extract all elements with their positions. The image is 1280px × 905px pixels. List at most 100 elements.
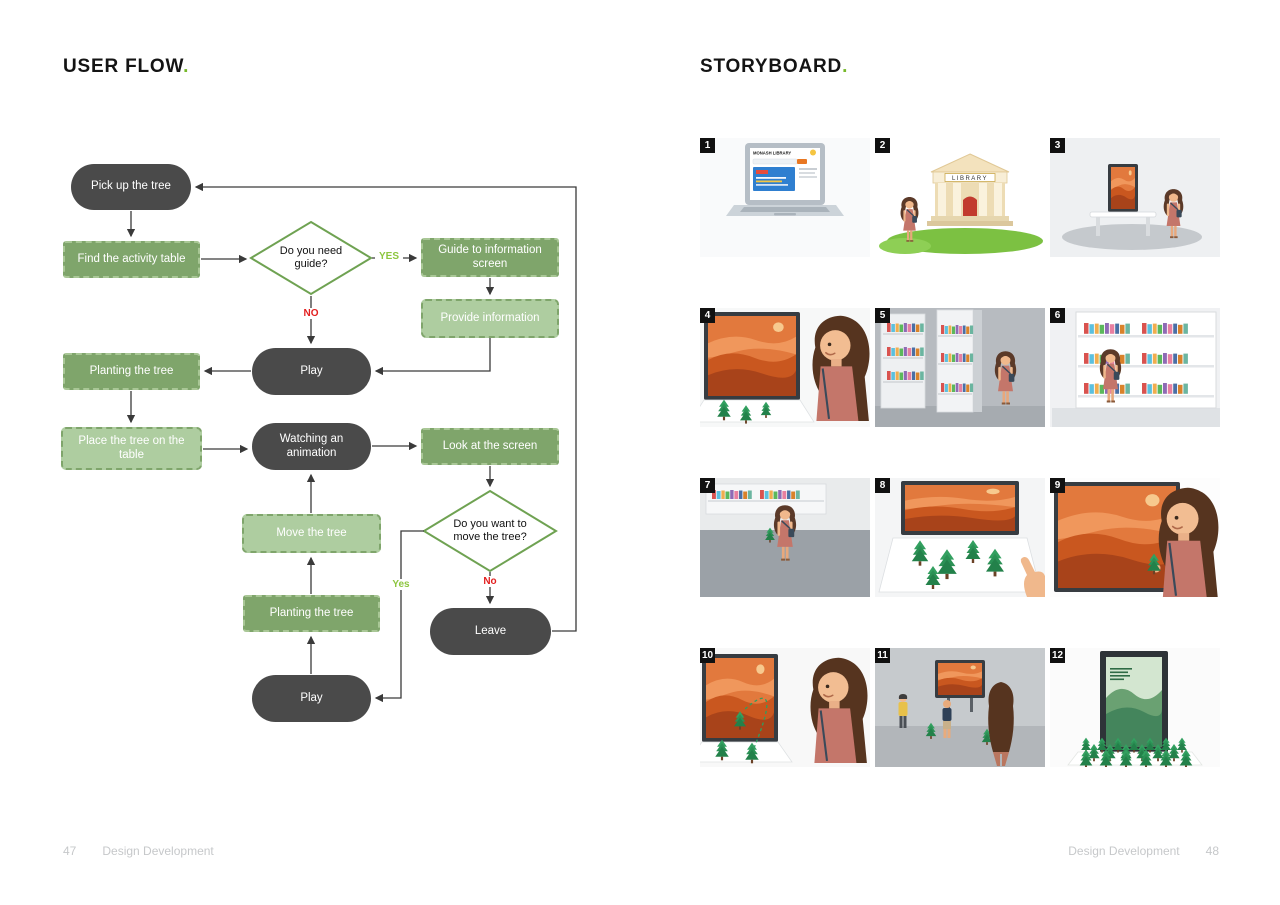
table-surface	[878, 537, 1042, 593]
scene-carrying-tree-in-library	[700, 478, 870, 597]
storyboard-grid: MONASH LIBRARY 1	[700, 138, 1220, 767]
footer-left: 47 Design Development	[63, 844, 214, 858]
bookshelf-wall	[1075, 311, 1217, 409]
animation-trajectory-arc	[743, 697, 768, 749]
scene-visitors-walking-to-screen	[875, 648, 1045, 767]
flow-node-need-guide-label: Do you need guide?	[279, 244, 343, 270]
poster-text-line	[1110, 675, 1130, 677]
flow-node-move-tree-decision-label: Do you want to move the tree?	[453, 517, 527, 543]
library-sign-text: LIBRARY	[952, 176, 988, 182]
bookshelf	[880, 313, 926, 409]
woman-closeup	[809, 656, 869, 765]
panel-number-badge: 8	[875, 478, 890, 493]
storyboard-title-text: STORYBOARD	[700, 56, 843, 77]
flow-node-leave: Leave	[430, 608, 551, 655]
scene-screen-on-table	[1050, 138, 1220, 257]
user-flow-title-dot: .	[183, 56, 190, 77]
website-title-text: MONASH LIBRARY	[753, 151, 791, 156]
table-surface	[700, 399, 815, 423]
flow-node-play-lower: Play	[252, 675, 371, 722]
footer-label-left: Design Development	[102, 844, 214, 858]
poster-screen	[1100, 651, 1168, 753]
edge-label-yes-upper: YES	[375, 251, 403, 262]
user-flow-title-text: USER FLOW	[63, 56, 184, 77]
storyboard-panel-6: 6	[1050, 308, 1220, 427]
woman-back-view	[988, 682, 1014, 766]
library-building: LIBRARY	[927, 153, 1013, 226]
man-navy-shirt	[942, 700, 952, 738]
panel-number-badge: 3	[1050, 138, 1065, 153]
bookshelf	[936, 309, 982, 413]
flow-node-guide-to-info-screen: Guide to information screen	[421, 238, 559, 277]
laptop-keyboard	[740, 207, 830, 212]
panel-number-badge: 10	[700, 648, 716, 663]
display-screen	[901, 481, 1019, 535]
storyboard-title: STORYBOARD.	[700, 56, 848, 78]
storyboard-panel-1: MONASH LIBRARY 1	[700, 138, 870, 257]
decision-diamond-move-tree	[422, 489, 558, 573]
man-yellow-shirt	[898, 694, 908, 728]
floor	[875, 406, 1045, 427]
bookshelf	[705, 483, 827, 515]
website-logo-dot	[810, 149, 816, 156]
storyboard-panel-5: 5	[875, 308, 1045, 427]
storyboard-panel-2: LIBRARY 2	[875, 138, 1045, 257]
flowchart-canvas	[126, 182, 577, 703]
display-screen	[1054, 482, 1180, 592]
edge-label-yes-lower: Yes	[387, 579, 415, 590]
pointing-hand	[1020, 556, 1045, 597]
scene-approaching-screen	[700, 308, 870, 427]
scene-library-entrance: LIBRARY	[875, 138, 1045, 257]
panel-number-badge: 2	[875, 138, 890, 153]
panel-number-badge: 12	[1050, 648, 1066, 663]
display-screen	[704, 312, 800, 400]
flow-node-provide-information: Provide information	[421, 299, 559, 338]
scene-tree-animation-arc	[700, 648, 870, 767]
flow-node-pick-up-tree: Pick up the tree	[71, 164, 191, 210]
display-screen	[702, 654, 778, 742]
woman-closeup	[1157, 486, 1220, 597]
poster-text-line	[1110, 671, 1128, 674]
storyboard-panel-7: 7	[700, 478, 870, 597]
page-number-left: 47	[63, 844, 77, 858]
flow-node-watching-animation: Watching an animation	[252, 423, 371, 470]
panel-number-badge: 11	[875, 648, 890, 663]
panel-number-badge: 1	[700, 138, 715, 153]
poster-text-line	[1110, 678, 1124, 681]
decision-diamond-need-guide	[249, 220, 373, 296]
panel-number-badge: 9	[1050, 478, 1065, 493]
laptop: MONASH LIBRARY	[726, 143, 844, 216]
library-door	[963, 196, 977, 216]
flow-arrows	[126, 182, 577, 703]
flow-node-planting-tree-lower: Planting the tree	[243, 595, 380, 632]
storyboard-panel-12: 12	[1050, 648, 1220, 767]
woman-closeup	[811, 314, 870, 423]
flow-node-planting-tree-upper: Planting the tree	[63, 353, 200, 390]
decision-diamonds	[249, 220, 558, 573]
footer-label-right: Design Development	[1068, 844, 1180, 858]
scene-browsing-shelves	[1050, 308, 1220, 427]
website-search-button	[797, 159, 807, 164]
floor	[875, 726, 1045, 767]
page-number-right: 48	[1205, 844, 1219, 858]
storyboard-panel-11: 11	[875, 648, 1045, 767]
panel-number-badge: 5	[875, 308, 890, 323]
website-search-bar	[752, 158, 798, 165]
display-screen	[1108, 164, 1138, 212]
storyboard-panel-3: 3	[1050, 138, 1220, 257]
poster-text-line	[1110, 668, 1132, 670]
panel-number-badge: 6	[1050, 308, 1065, 323]
edge-label-no-lower: No	[476, 576, 504, 587]
flow-node-place-tree-on-table: Place the tree on the table	[61, 427, 202, 470]
scene-walking-between-bookshelves	[875, 308, 1045, 427]
user-flow-title: USER FLOW.	[63, 56, 189, 78]
storyboard-panel-9: 9	[1050, 478, 1220, 597]
storyboard-title-dot: .	[842, 56, 849, 77]
scene-holding-tree-at-screen	[1050, 478, 1220, 597]
scene-grown-forest-poster	[1050, 648, 1220, 767]
panel-number-badge: 4	[700, 308, 715, 323]
floor	[1052, 408, 1220, 427]
storyboard-panel-4: 4	[700, 308, 870, 427]
flow-node-play-upper: Play	[252, 348, 371, 395]
